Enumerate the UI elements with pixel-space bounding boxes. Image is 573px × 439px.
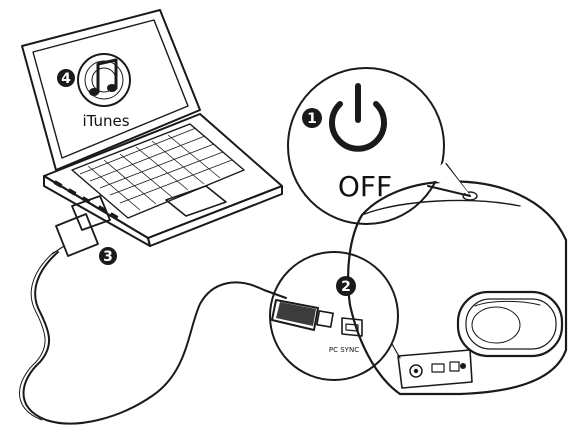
speaker-grille <box>458 292 562 356</box>
itunes-label: iTunes <box>82 112 129 130</box>
svg-text:1: 1 <box>307 111 317 127</box>
step-2-badge: 2 <box>336 276 356 296</box>
power-off-label: OFF <box>338 170 392 203</box>
callout-pc-sync: 2 PC SYNC <box>270 252 400 380</box>
speaker-port-panel <box>398 350 472 388</box>
step-3-badge: 3 <box>99 247 117 265</box>
usb-cable: 3 <box>20 196 287 424</box>
pc-sync-label: PC SYNC <box>329 346 359 354</box>
svg-text:3: 3 <box>103 249 113 265</box>
itunes-music-note-icon <box>78 54 130 106</box>
speaker <box>348 182 566 394</box>
step-1-badge: 1 <box>302 108 322 128</box>
laptop: 4 iTunes <box>22 10 282 246</box>
svg-text:2: 2 <box>341 279 351 295</box>
step-4-badge: 4 <box>57 69 75 87</box>
usb-a-plug <box>52 196 110 256</box>
power-icon <box>332 86 384 149</box>
mini-usb-plug <box>272 300 333 330</box>
svg-text:4: 4 <box>61 71 71 87</box>
